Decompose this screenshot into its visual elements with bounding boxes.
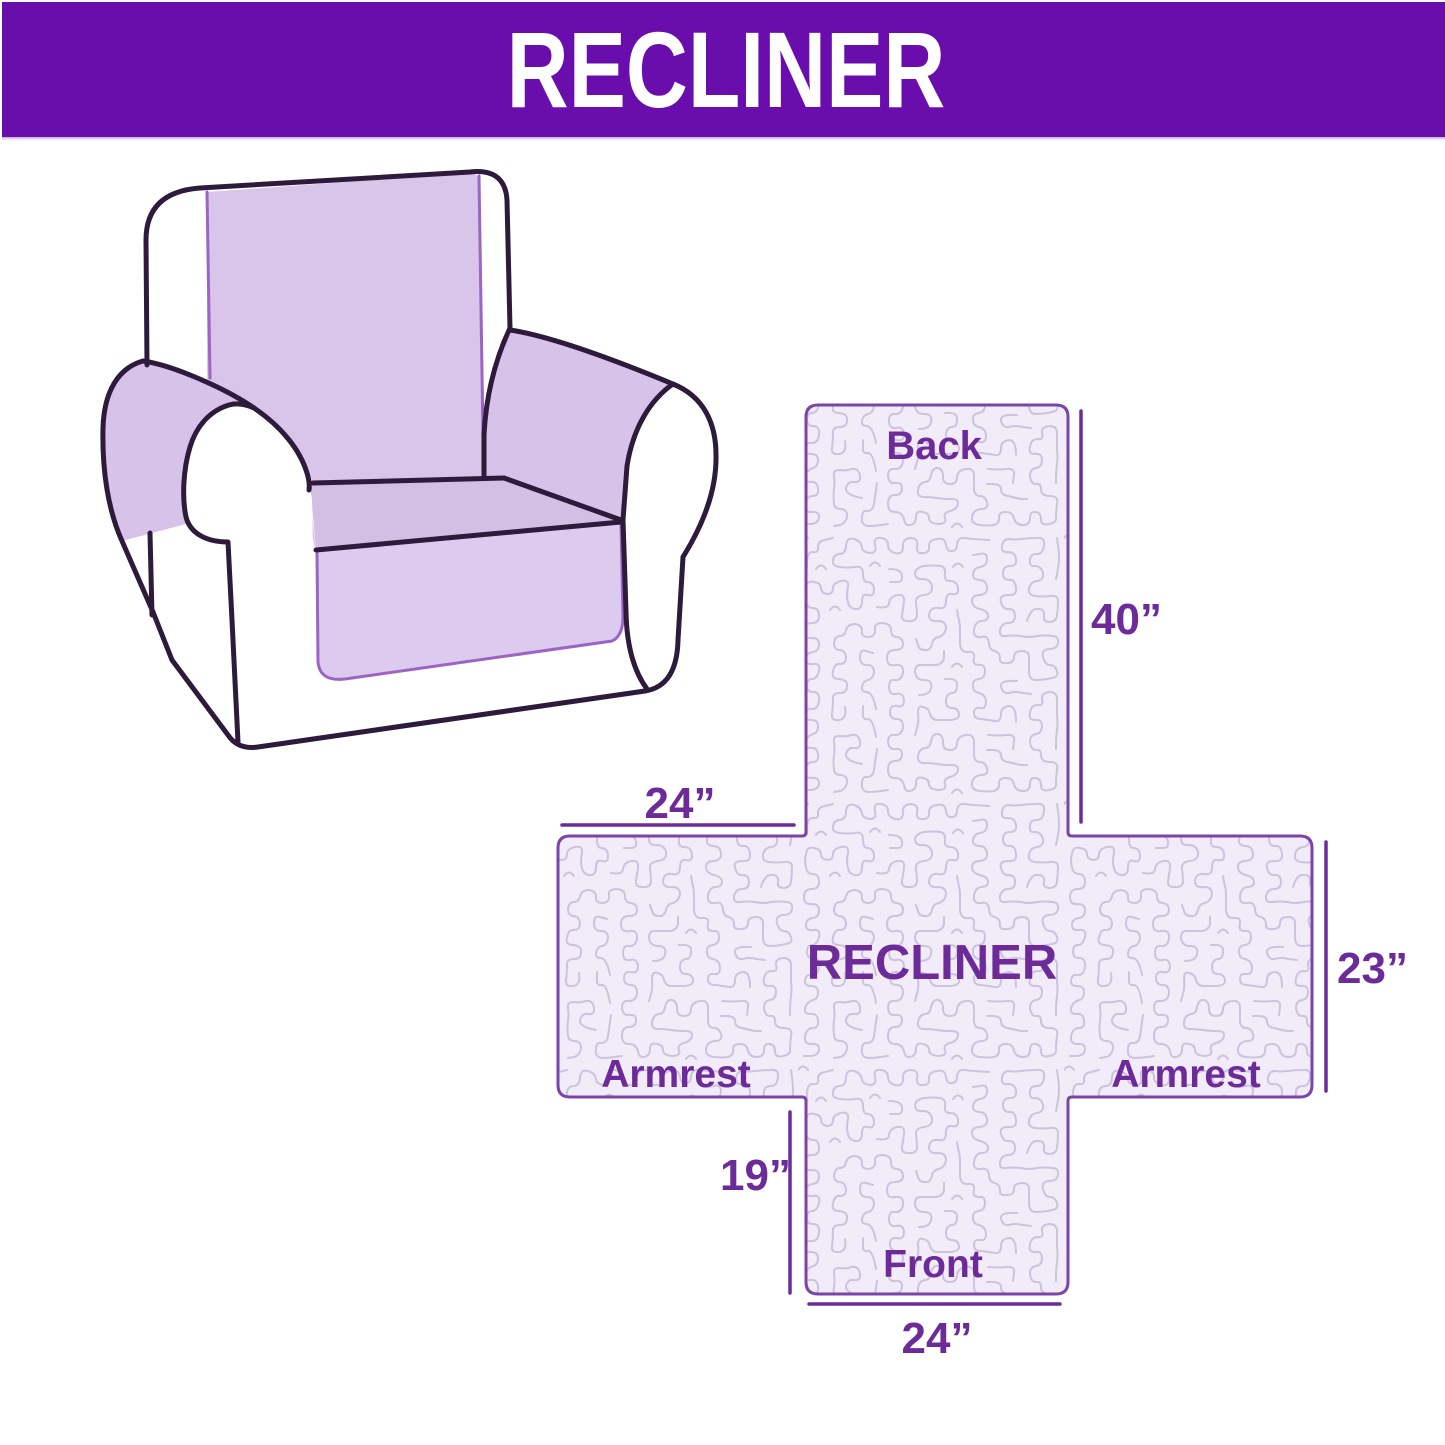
svg-text:24”: 24” xyxy=(902,1314,973,1363)
svg-text:23”: 23” xyxy=(1337,944,1408,993)
svg-text:Armrest: Armrest xyxy=(601,1053,751,1096)
svg-text:40”: 40” xyxy=(1091,595,1162,644)
svg-text:19”: 19” xyxy=(720,1151,791,1200)
svg-text:Front: Front xyxy=(883,1243,983,1286)
svg-text:RECLINER: RECLINER xyxy=(507,10,946,131)
svg-text:24”: 24” xyxy=(645,779,716,828)
svg-text:RECLINER: RECLINER xyxy=(807,936,1057,990)
svg-text:Armrest: Armrest xyxy=(1111,1053,1261,1096)
svg-text:Back: Back xyxy=(886,424,982,468)
